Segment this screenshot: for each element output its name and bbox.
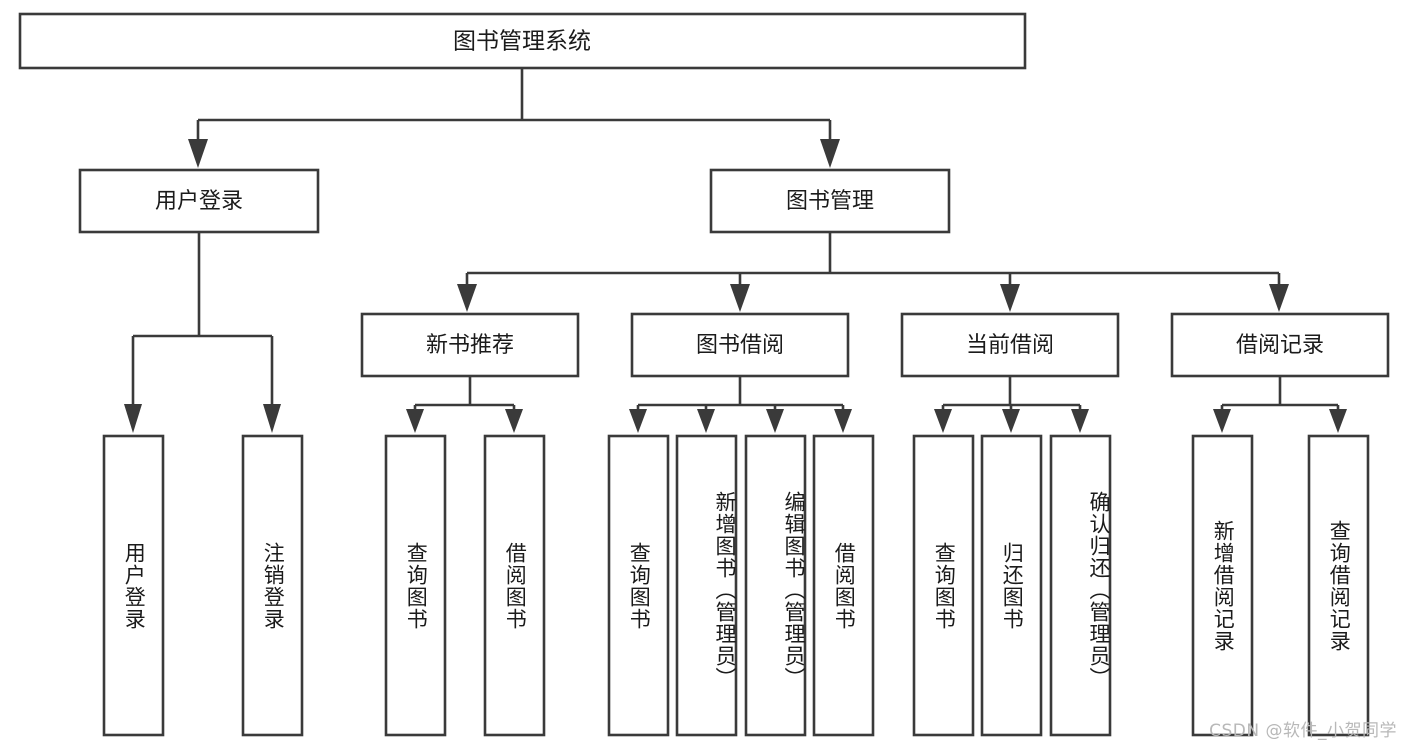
node-current-borrow-label: 当前借阅: [966, 333, 1054, 358]
leaf-box-new-book-recommend-1[interactable]: [483, 434, 546, 737]
leaf-box-user-login-1[interactable]: [241, 434, 304, 737]
arrow-head-book-borrow: [730, 284, 750, 312]
connector-group-current-borrow: [934, 376, 1089, 433]
arrow-head-bb-leaf-3: [834, 409, 852, 433]
node-user-login-label: 用户登录: [155, 189, 243, 214]
node-borrow-record-label: 借阅记录: [1236, 333, 1324, 358]
arrow-head-nbr-leaf-0: [406, 409, 424, 433]
arrow-head-bb-leaf-0: [629, 409, 647, 433]
arrow-head-cb-leaf-2: [1071, 409, 1089, 433]
leaf-box-new-book-recommend-0[interactable]: [384, 434, 447, 737]
node-book-borrow-box: [630, 312, 850, 378]
node-book-manage[interactable]: [709, 168, 951, 234]
node-root-system[interactable]: [18, 12, 1027, 70]
arrow-head-book-manage: [820, 139, 840, 168]
arrow-head-bb-leaf-2: [766, 409, 784, 433]
node-new-book-recommend-label: 新书推荐: [426, 333, 514, 358]
node-root-label: 图书管理系统: [453, 29, 591, 55]
node-book-borrow[interactable]: [630, 312, 850, 378]
leaf-box-borrow-record-1[interactable]: [1307, 434, 1370, 737]
leaf-box-book-borrow-1[interactable]: [675, 434, 738, 737]
arrow-head-br-leaf-0: [1213, 409, 1231, 433]
arrow-head-user-login-leaf-0: [124, 404, 142, 433]
connector-group-new-book-recommend: [406, 376, 523, 433]
node-new-book-recommend-box: [360, 312, 580, 378]
node-borrow-record-box: [1170, 312, 1390, 378]
node-book-manage-box: [709, 168, 951, 234]
arrow-head-bb-leaf-1: [697, 409, 715, 433]
arrow-head-new-book-recommend: [457, 284, 477, 312]
csdn-watermark: CSDN @软件_小贺同学: [1209, 721, 1397, 741]
arrow-head-cb-leaf-1: [1002, 409, 1020, 433]
node-current-borrow-box: [900, 312, 1120, 378]
arrow-head-cb-leaf-0: [934, 409, 952, 433]
arrow-head-user-login: [188, 139, 208, 168]
connector-group-book-borrow: [629, 376, 852, 433]
node-book-manage-label: 图书管理: [786, 189, 874, 214]
arrow-head-nbr-leaf-1: [505, 409, 523, 433]
connector-group-borrow-record: [1213, 376, 1347, 433]
leaf-box-user-login-0[interactable]: [102, 434, 165, 737]
connector-group-root: [188, 68, 840, 168]
leaf-box-borrow-record-0[interactable]: [1191, 434, 1254, 737]
arrow-head-borrow-record: [1269, 284, 1289, 312]
arrow-head-current-borrow: [1000, 284, 1020, 312]
node-book-borrow-label: 图书借阅: [696, 333, 784, 358]
leaf-box-current-borrow-1[interactable]: [980, 434, 1043, 737]
leaf-box-book-borrow-0[interactable]: [607, 434, 670, 737]
node-current-borrow[interactable]: [900, 312, 1120, 378]
node-new-book-recommend[interactable]: [360, 312, 580, 378]
node-borrow-record[interactable]: [1170, 312, 1390, 378]
leaf-box-book-borrow-2[interactable]: [744, 434, 807, 737]
connector-group-book-manage: [457, 232, 1289, 312]
leaf-box-book-borrow-3[interactable]: [812, 434, 875, 737]
arrow-head-user-login-leaf-1: [263, 404, 281, 433]
connector-group-user-login: [124, 232, 281, 433]
leaf-box-current-borrow-0[interactable]: [912, 434, 975, 737]
arrow-head-br-leaf-1: [1329, 409, 1347, 433]
leaf-box-current-borrow-2[interactable]: [1049, 434, 1112, 737]
node-root-box: [18, 12, 1027, 70]
